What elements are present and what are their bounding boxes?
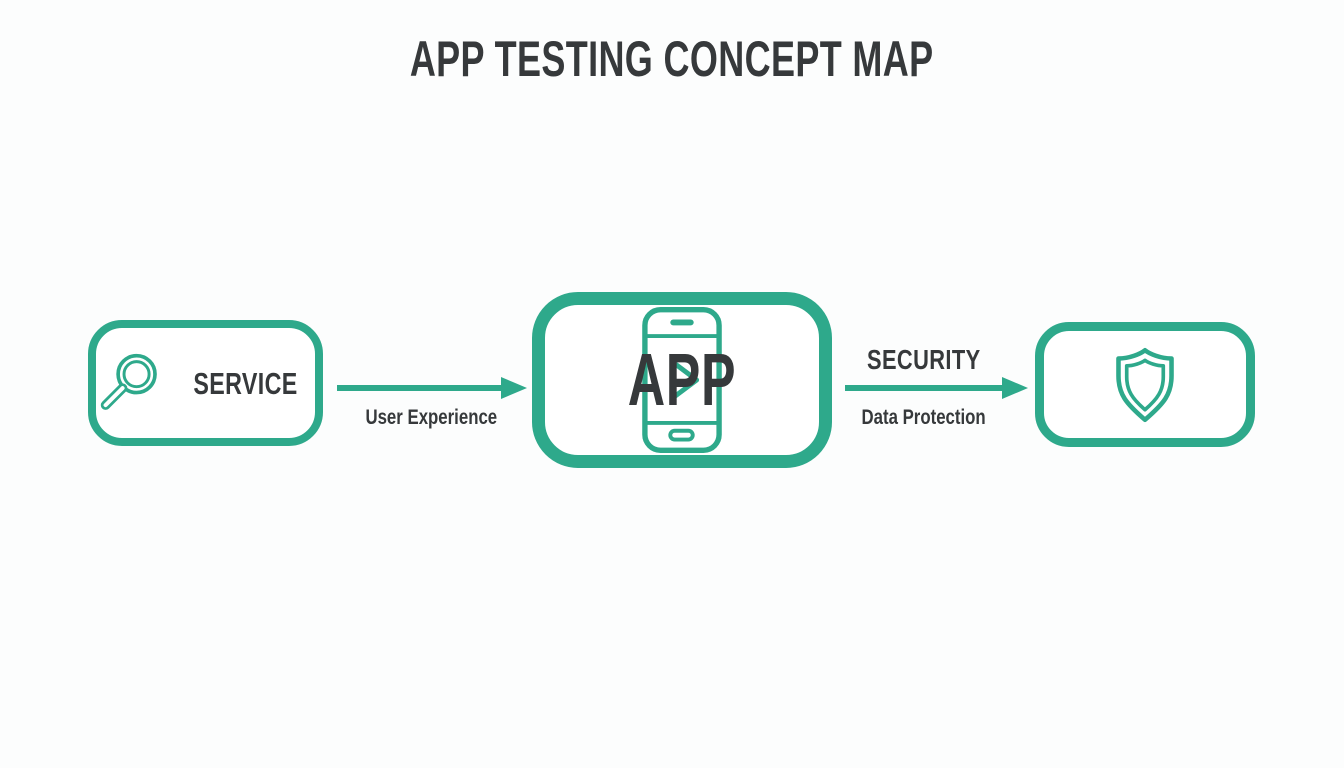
arrow-app-to-security bbox=[845, 377, 1028, 399]
magnifier-icon bbox=[100, 353, 157, 410]
node-service: SERVICE bbox=[88, 320, 323, 446]
arrow-service-to-app bbox=[337, 377, 527, 399]
smartphone-icon bbox=[642, 307, 722, 453]
node-security bbox=[1035, 322, 1255, 447]
page-title-text: APP TESTING CONCEPT MAP bbox=[410, 31, 934, 87]
edge-label-data-protection: Data Protection bbox=[861, 406, 987, 429]
shield-icon bbox=[1116, 347, 1174, 422]
node-app: APP bbox=[532, 292, 832, 468]
node-service-label: SERVICE bbox=[193, 365, 298, 401]
edge-label-security: SECURITY bbox=[867, 344, 981, 375]
edge-label-user-experience: User Experience bbox=[365, 406, 497, 429]
node-app-label: APP bbox=[627, 338, 737, 421]
page-title: APP TESTING CONCEPT MAP bbox=[0, 34, 1344, 84]
